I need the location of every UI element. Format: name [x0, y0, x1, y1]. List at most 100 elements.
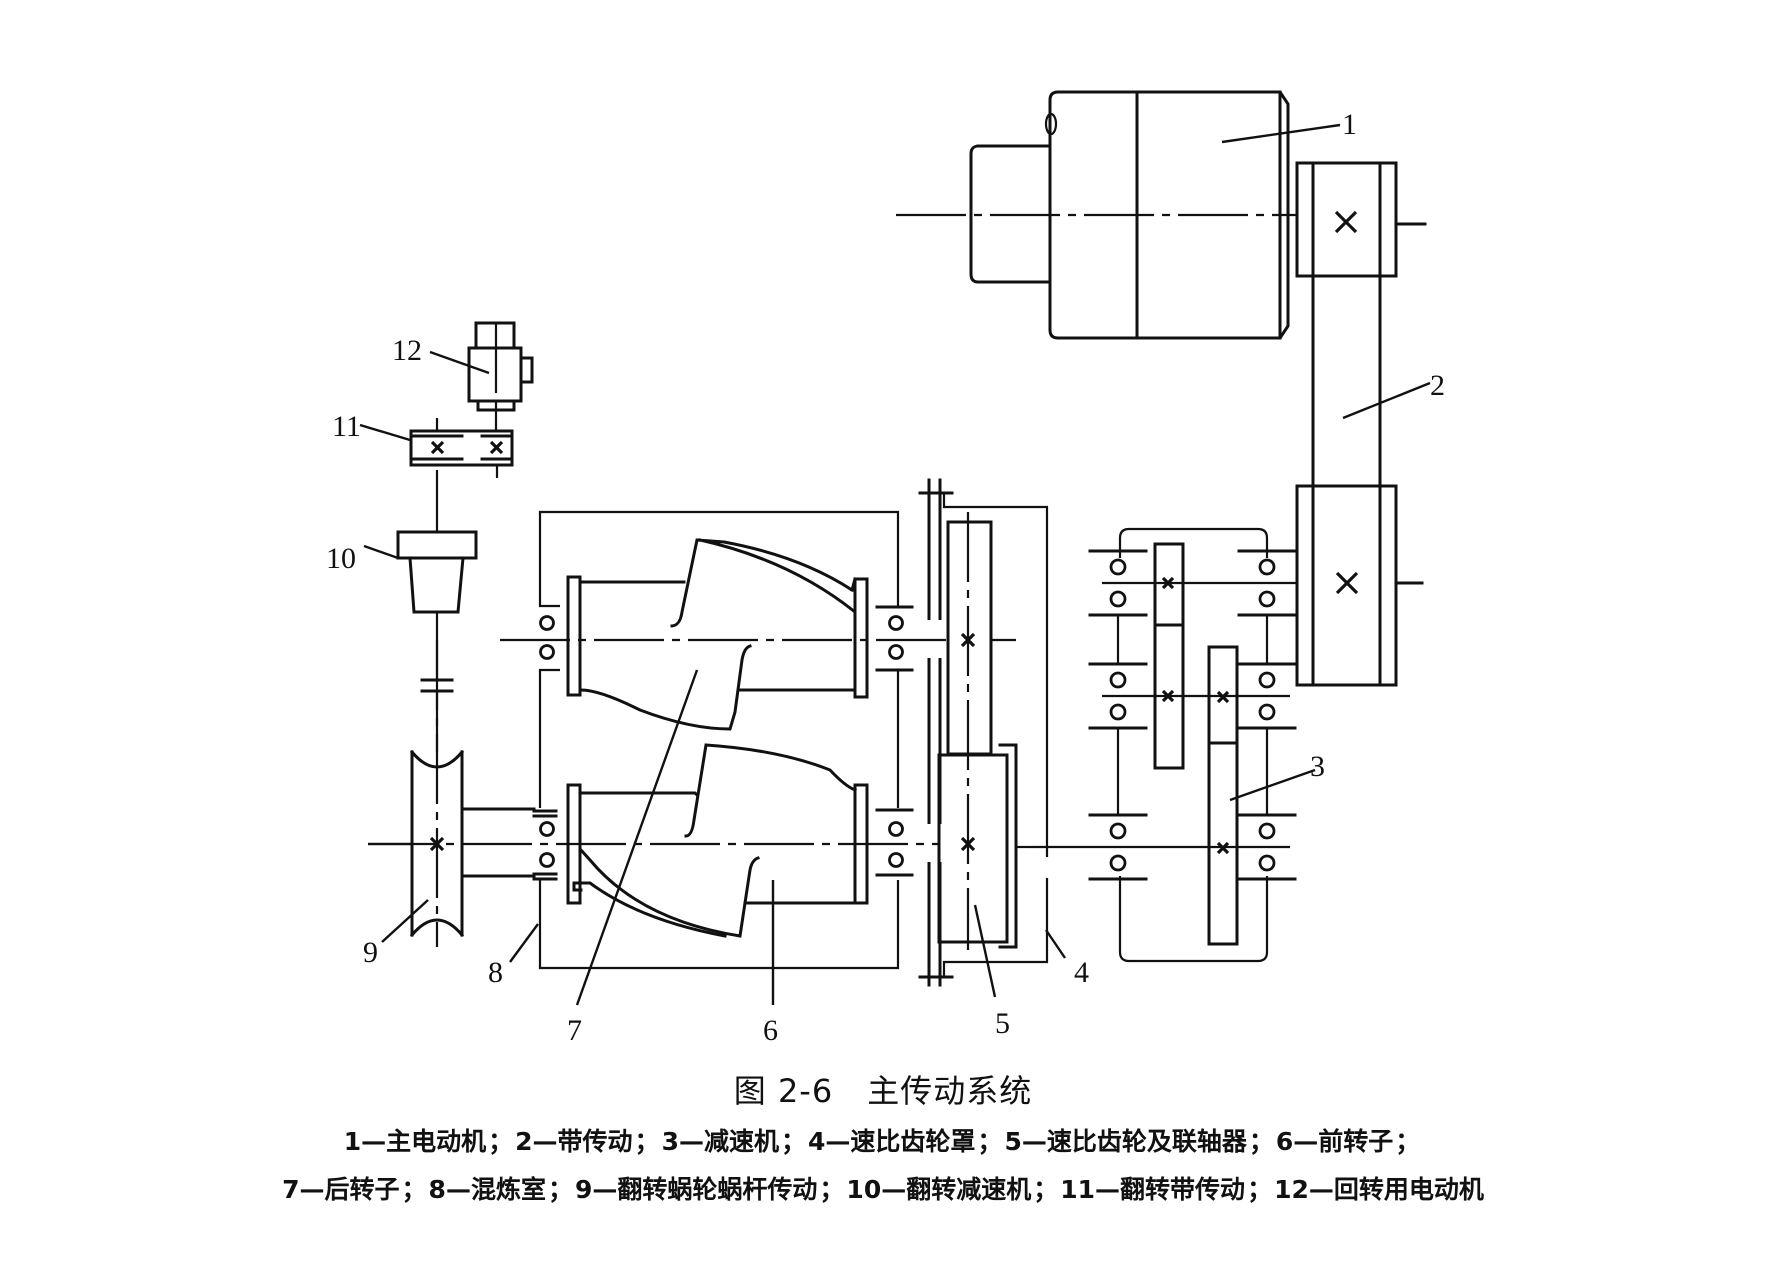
legend-item: 3—减速机；	[662, 1127, 808, 1156]
legend-separator: ；	[1395, 1127, 1421, 1156]
legend-dash: —	[299, 1175, 325, 1204]
legend-dash: —	[592, 1175, 618, 1204]
bearing-icon	[1109, 671, 1127, 689]
callout-11: 11	[332, 410, 361, 443]
callout-12: 12	[392, 334, 422, 367]
legend-item: 9—翻转蜗轮蜗杆传动；	[575, 1175, 846, 1204]
legend-dash: —	[1021, 1127, 1047, 1156]
figure-caption: 图 2-6 主传动系统	[0, 1066, 1766, 1112]
legend-dash: —	[1308, 1175, 1334, 1204]
legend-label: 带传动	[557, 1127, 633, 1156]
legend-label: 主电动机	[386, 1127, 487, 1156]
reducer	[1030, 527, 1297, 963]
callout-8: 8	[488, 956, 503, 989]
legend-dash: —	[1293, 1127, 1319, 1156]
legend-label: 速比齿轮罩	[850, 1127, 976, 1156]
legend-dash: —	[445, 1175, 471, 1204]
bearing-icon	[1258, 590, 1276, 608]
worm-gear-drive	[368, 640, 536, 947]
legend-number: 4	[808, 1127, 826, 1156]
slewing-motor	[467, 321, 534, 431]
bearing-icon	[1109, 558, 1127, 576]
tilting-belt-drive	[409, 418, 514, 478]
legend-separator: ；	[977, 1127, 1003, 1156]
legend-label: 后转子	[324, 1175, 400, 1204]
legend-item: 10—翻转减速机；	[846, 1175, 1060, 1204]
legend-separator: ；	[634, 1127, 660, 1156]
coupling	[420, 612, 454, 752]
legend-separator: ；	[488, 1127, 514, 1156]
legend-separator: ；	[1033, 1175, 1059, 1204]
ratio-gear-box	[918, 478, 1049, 987]
callout-2: 2	[1430, 369, 1445, 402]
callout-numbers: 1 2 3 4 5 6 7 8 9 10 11 12	[326, 108, 1445, 1047]
legend-dash: —	[532, 1127, 558, 1156]
legend-separator: ；	[819, 1175, 845, 1204]
bearing-icon	[1258, 671, 1276, 689]
legend-dash: —	[678, 1127, 704, 1156]
bearing-icon	[1258, 558, 1276, 576]
belt-drive	[1295, 161, 1427, 687]
legend-item: 5—速比齿轮及联轴器；	[1004, 1127, 1275, 1156]
bearing-icon	[1258, 854, 1276, 872]
callout-7: 7	[567, 1014, 582, 1047]
legend-item: 2—带传动；	[515, 1127, 661, 1156]
legend-label: 混炼室	[470, 1175, 546, 1204]
bearing-icon	[1109, 590, 1127, 608]
legend-label: 翻转带传动	[1120, 1175, 1246, 1204]
legend-label: 翻转减速机	[906, 1175, 1032, 1204]
gear-x-icon	[1161, 576, 1230, 855]
figure-number: 图 2-6	[733, 1072, 834, 1110]
bearing-icon	[1258, 703, 1276, 721]
bearing-icon	[1258, 822, 1276, 840]
legend-number: 9	[574, 1175, 593, 1204]
legend-separator: ；	[401, 1175, 427, 1204]
legend-number: 11	[1060, 1175, 1096, 1204]
legend-item: 1—主电动机；	[344, 1127, 515, 1156]
legend-dash: —	[361, 1127, 387, 1156]
legend-number: 7	[282, 1175, 300, 1204]
figure-title: 主传动系统	[867, 1072, 1033, 1110]
legend-separator: ；	[1247, 1175, 1273, 1204]
legend-dash: —	[1095, 1175, 1121, 1204]
tilting-reducer	[396, 470, 478, 614]
legend-item: 6—前转子；	[1276, 1127, 1422, 1156]
mixing-chamber	[368, 510, 948, 970]
bearing-icon	[1109, 822, 1127, 840]
legend-dash: —	[881, 1175, 907, 1204]
legend-number: 12	[1274, 1175, 1309, 1204]
legend-item: 7—后转子；	[282, 1175, 428, 1204]
rear-rotor	[566, 538, 869, 731]
legend-number: 8	[428, 1175, 446, 1204]
legend-item: 11—翻转带传动；	[1060, 1175, 1274, 1204]
legend-number: 2	[515, 1127, 533, 1156]
legend-label: 速比齿轮及联轴器	[1046, 1127, 1247, 1156]
legend-item: 4—速比齿轮罩；	[808, 1127, 1004, 1156]
legend-item: 12—回转用电动机	[1274, 1175, 1484, 1204]
callout-10: 10	[326, 542, 356, 575]
legend-number: 3	[661, 1127, 679, 1156]
gear-x-icon	[960, 632, 976, 852]
legend-line-1: 1—主电动机；2—带传动；3—减速机；4—速比齿轮罩；5—速比齿轮及联轴器；6—…	[0, 1122, 1766, 1158]
legend-label: 减速机	[703, 1127, 779, 1156]
bearing-icon	[1109, 703, 1127, 721]
legend-line-2: 7—后转子；8—混炼室；9—翻转蜗轮蜗杆传动；10—翻转减速机；11—翻转带传动…	[0, 1170, 1766, 1206]
legend-dash: —	[825, 1127, 851, 1156]
legend-separator: ；	[547, 1175, 573, 1204]
callout-1: 1	[1342, 108, 1357, 141]
legend-label: 前转子	[1318, 1127, 1394, 1156]
callout-5: 5	[995, 1007, 1010, 1040]
legend-item: 8—混炼室；	[429, 1175, 575, 1204]
legend-separator: ；	[780, 1127, 806, 1156]
front-rotor	[566, 743, 869, 938]
bearing-icon	[1109, 854, 1127, 872]
legend-number: 1	[343, 1127, 362, 1156]
leader-lines	[359, 123, 1431, 1006]
legend-number: 5	[1004, 1127, 1022, 1156]
legend-number: 6	[1275, 1127, 1294, 1156]
callout-9: 9	[363, 936, 378, 969]
legend-separator: ；	[1248, 1127, 1274, 1156]
legend-label: 回转用电动机	[1333, 1175, 1484, 1204]
legend-number: 10	[846, 1175, 882, 1204]
